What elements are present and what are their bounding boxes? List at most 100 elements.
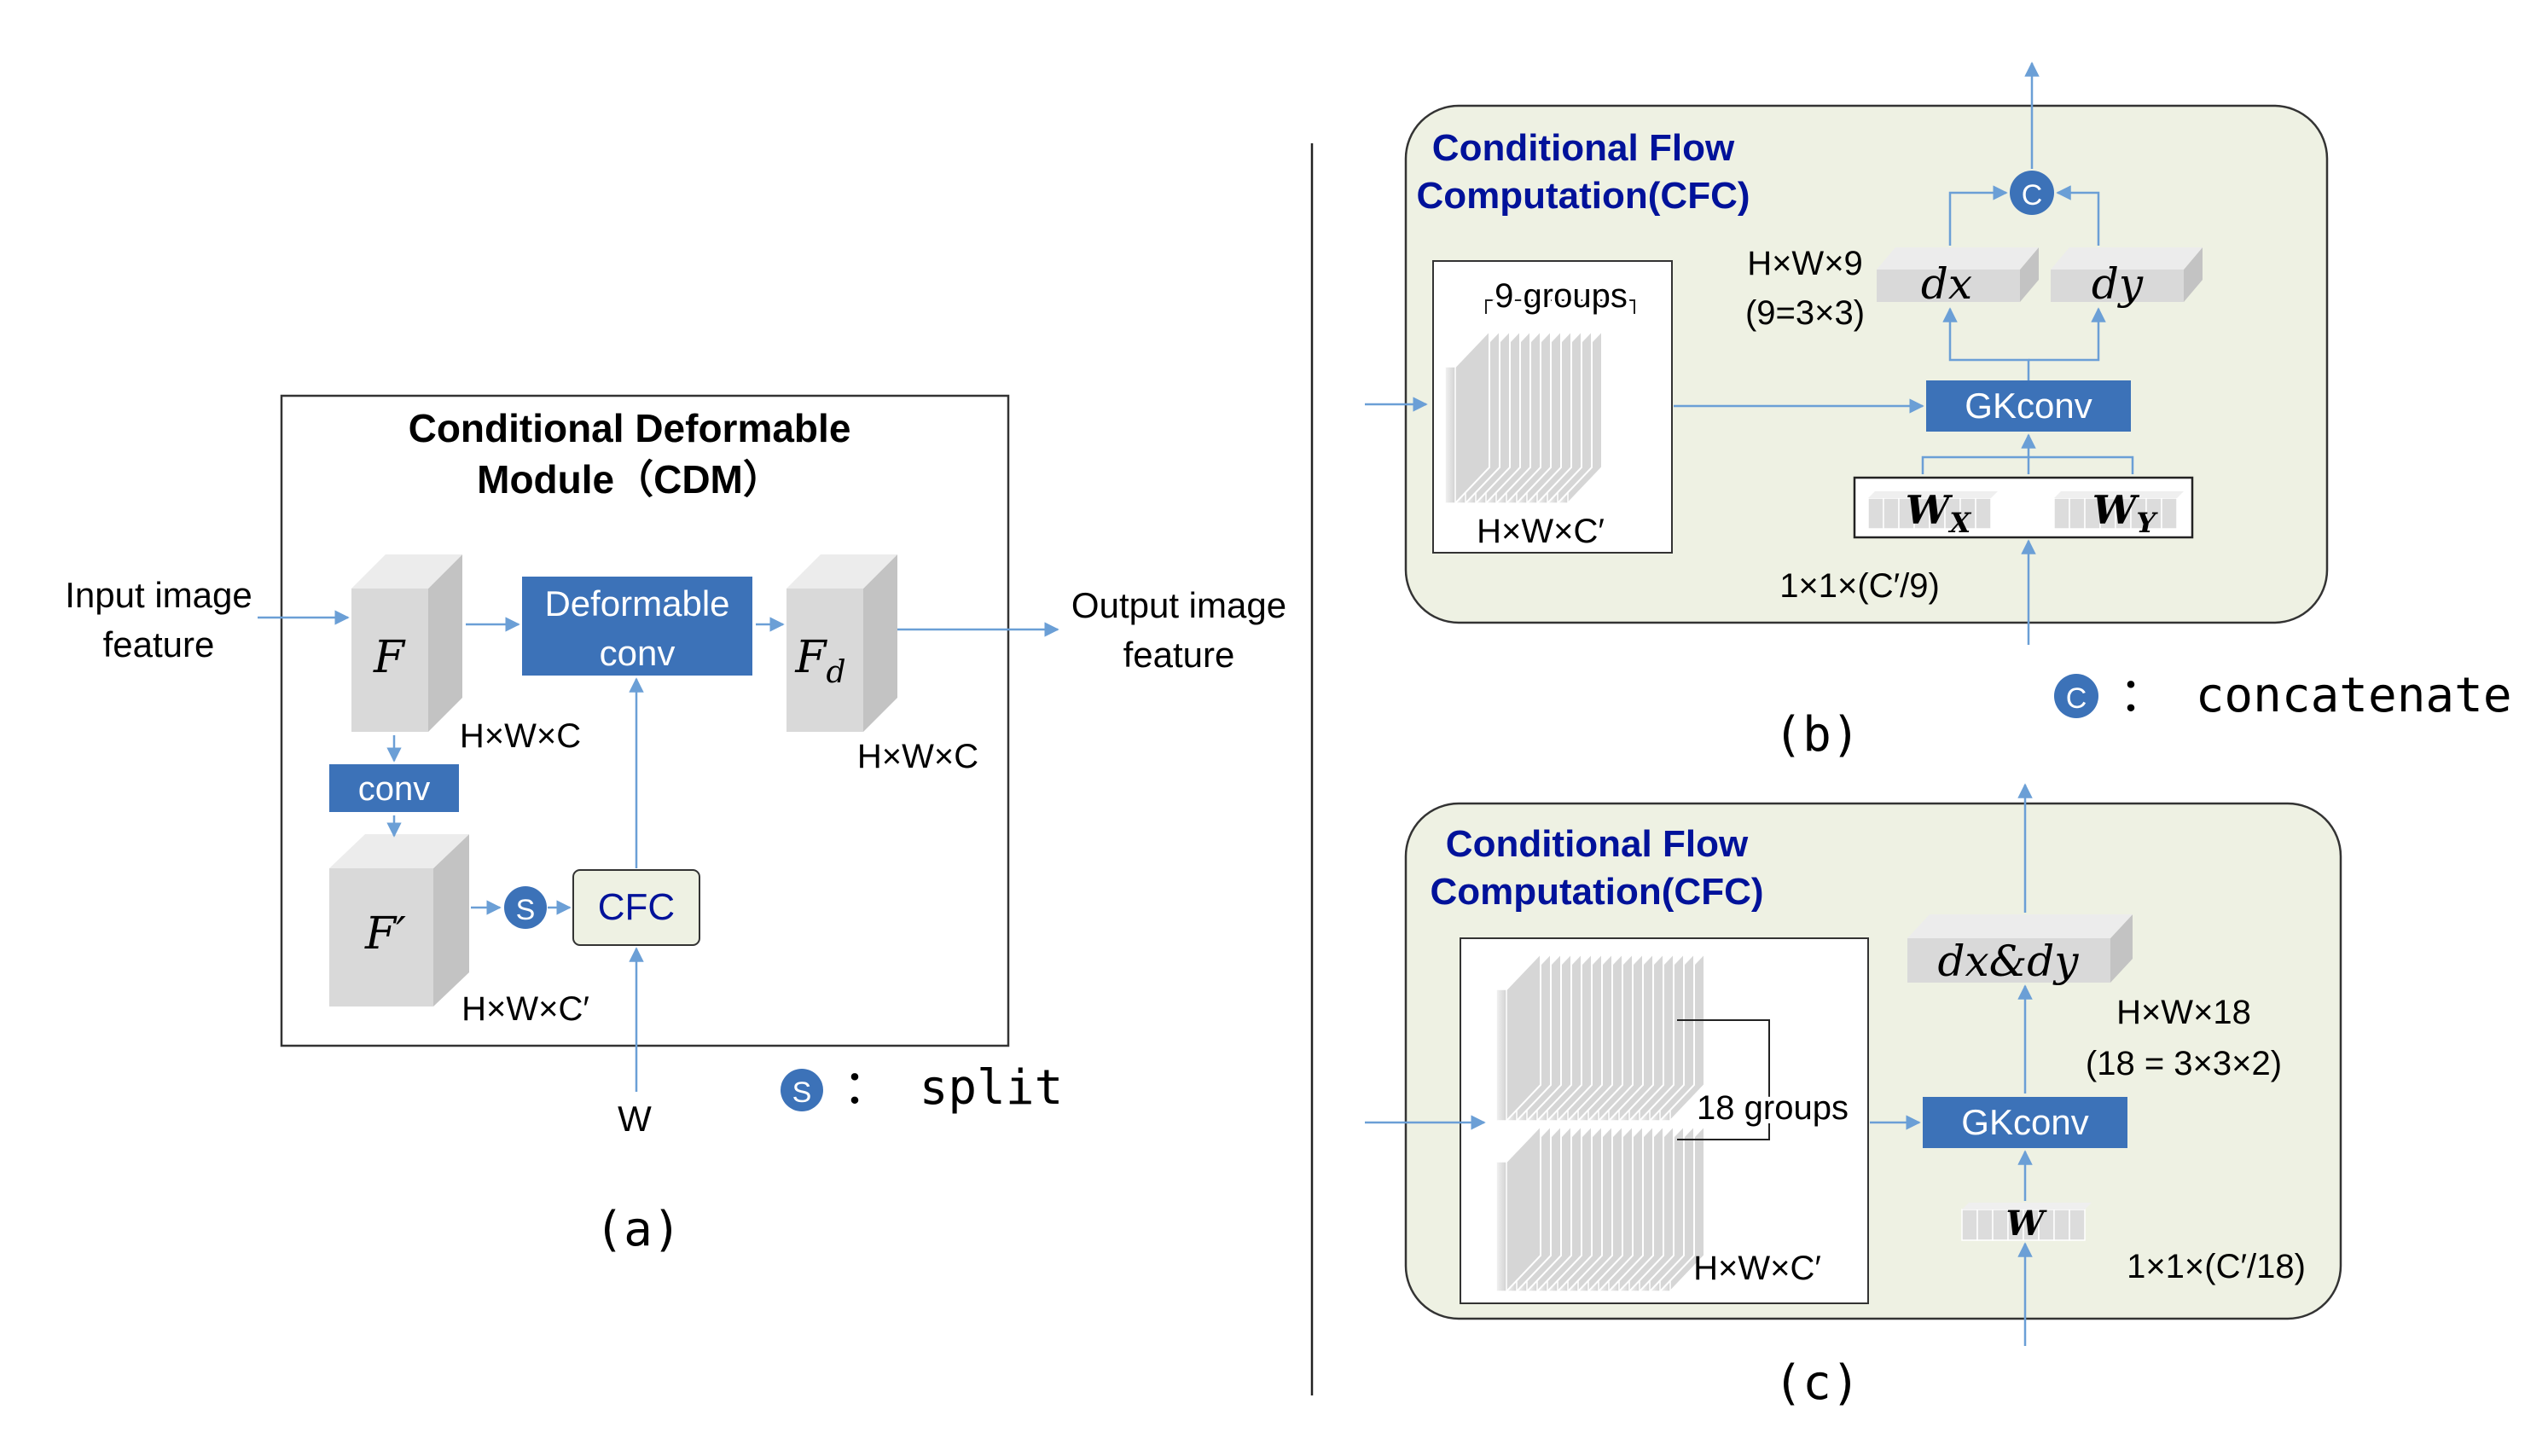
cfc-b-dx-slab: dx (1877, 247, 2039, 309)
cube-f-top (351, 554, 462, 589)
cfc-b-dx-side (2020, 247, 2039, 302)
cfc-b-wx-cell (1975, 497, 1992, 530)
cfc-b-groups-bracket (1485, 299, 1635, 314)
cfc-b-wy-cell-top (2054, 491, 2184, 498)
cfc-b-gkconv-label: GKconv (1965, 386, 2092, 426)
output-feature-label-1: Output image (1071, 585, 1286, 625)
cube-fd: Fd (786, 554, 897, 732)
arrow-b-gkconv-to-dx (1942, 307, 2030, 380)
cube-fd-front (786, 589, 863, 732)
cfc-b-out-dim-2: (9=3×3) (1745, 294, 1865, 332)
arrow-b-gkconv-to-dy (2029, 307, 2106, 362)
cube-fprime-label: F′ (364, 908, 406, 960)
cfc-c-w-dim: 1×1×(C′/18) (2127, 1248, 2306, 1285)
cfc-c-w-cell (1961, 1209, 1978, 1241)
cfc-b-dx-front (1877, 270, 2020, 302)
caption-a: (a) (595, 1202, 681, 1257)
cfc-b-dy-top (2051, 247, 2203, 270)
cfc-b-wy-label: WY (2092, 487, 2159, 539)
cfc-b-stack-dim: H×W×C′ (1477, 513, 1605, 550)
cfc-c-slice-top-face (1495, 989, 1507, 1122)
cfc-c-slice-stack-bottom (1495, 1123, 1705, 1292)
split-symbol-label: S (516, 894, 536, 926)
cfc-c-slice-stack-top (1495, 951, 1705, 1122)
cfc-c-title-line2: Computation(CFC) (1430, 871, 1763, 913)
cfc-b-concat-symbol (2010, 171, 2054, 215)
cfc-b-dy-slab: dy (2051, 247, 2203, 309)
cube-fd-top (786, 554, 897, 589)
cube-fprime-side (433, 834, 469, 1006)
cfc-b-dx-label: dx (1921, 259, 1972, 309)
input-feature-label-2: feature (103, 624, 215, 664)
arrow-b-dy-to-concat (2056, 185, 2100, 246)
cfc-c-gkconv-box (1923, 1097, 2127, 1148)
caption-c: (c) (1773, 1355, 1860, 1411)
cfc-c-w-label: W (2006, 1204, 2048, 1244)
caption-b: (b) (1773, 707, 1860, 763)
cfc-c-dxdy-top (1907, 914, 2133, 938)
dim-fd: H×W×C (857, 738, 978, 775)
cfc-b-wx-vector (1867, 491, 1998, 530)
deformable-conv-label-2: conv (600, 633, 676, 673)
cfc-b-dx-top (1877, 247, 2039, 270)
cfc-b-slice-stack (1444, 328, 1603, 504)
cube-f: F (351, 554, 462, 732)
cfc-c-title-line1: Conditional Flow (1446, 823, 1749, 865)
cfc-c-groups-bracket (1677, 1019, 1770, 1140)
cfc-box (572, 869, 700, 946)
cfc-c-out-dim-2: (18 = 3×3×2) (2086, 1045, 2282, 1082)
cube-fd-label: Fd (794, 632, 845, 690)
cfc-c-w-cell (2069, 1209, 2086, 1241)
arrow-b-w-branches (1921, 455, 2134, 474)
cube-f-label: F (373, 632, 406, 683)
concat-legend-icon (2054, 674, 2098, 718)
arrow-b-dx-to-concat (1948, 185, 2008, 246)
panel-c: Conditional Flow Computation(CFC) 18 gro… (1365, 783, 2342, 1411)
dim-fprime: H×W×C′ (461, 990, 589, 1028)
cfc-b-wy-cell (2069, 497, 2086, 530)
split-legend-text: ： split (843, 1060, 1063, 1116)
cfc-b-gkconv-box (1926, 380, 2131, 432)
split-legend-icon-label: S (792, 1076, 812, 1109)
cfc-c-w-cell-top (1962, 1203, 2092, 1209)
cfc-c-w-cell (2053, 1209, 2070, 1241)
panel-b: Conditional Flow Computation(CFC) 9 grou… (1365, 61, 2512, 763)
cube-f-side (428, 554, 462, 732)
split-symbol (504, 886, 547, 929)
cfc-b-w-dim: 1×1×(C′/9) (1779, 567, 1940, 605)
cfc-c-dxdy-slab: dx&dy (1907, 914, 2133, 986)
cube-fd-side (863, 554, 897, 732)
dim-f: H×W×C (460, 717, 581, 755)
cfc-c-w-cell (1976, 1209, 1994, 1241)
panel-b-arrows (1365, 61, 2134, 645)
cfc-c-dxdy-front (1907, 938, 2110, 983)
cfc-b-wy-cell (2053, 497, 2070, 530)
cfc-b-dy-side (2184, 247, 2203, 302)
cfc-b-concat-symbol-label: C (2022, 179, 2043, 212)
cube-fprime-front (329, 868, 433, 1006)
cfc-c-slice-bottom-face (1495, 1161, 1507, 1292)
cdm-title-line1: Conditional Deformable (409, 406, 851, 450)
cfc-b-wy-vector (2053, 491, 2184, 530)
deformable-conv-box (522, 577, 752, 676)
deformable-conv-label-1: Deformable (544, 583, 729, 624)
cfc-c-stack-dim: H×W×C′ (1693, 1250, 1821, 1287)
cfc-b-title-line1: Conditional Flow (1432, 127, 1735, 169)
cfc-b-wy-cell (2161, 497, 2178, 530)
concat-legend-text: ： concatenate (2119, 668, 2512, 723)
cfc-b-groups-label: 9 groups (1495, 277, 1628, 315)
panel-a-arrows (258, 610, 1059, 1092)
cfc-b-wx-cell (1867, 497, 1884, 530)
cfc-c-w-vector (1961, 1203, 2092, 1241)
cfc-b-wx-label: WX (1906, 487, 1972, 539)
cfc-label: CFC (598, 886, 675, 928)
cfc-b-dy-front (2051, 270, 2184, 302)
panel-a: Conditional Deformable Module（CDM） Input… (65, 394, 1286, 1257)
output-feature-label-2: feature (1123, 635, 1235, 675)
cfc-b-dy-label: dy (2092, 259, 2144, 309)
cfc-c-gkconv-label: GKconv (1961, 1102, 2088, 1142)
cube-f-front (351, 589, 428, 732)
cfc-b-slice-face (1444, 366, 1456, 504)
cfc-b-wx-cell (1883, 497, 1900, 530)
